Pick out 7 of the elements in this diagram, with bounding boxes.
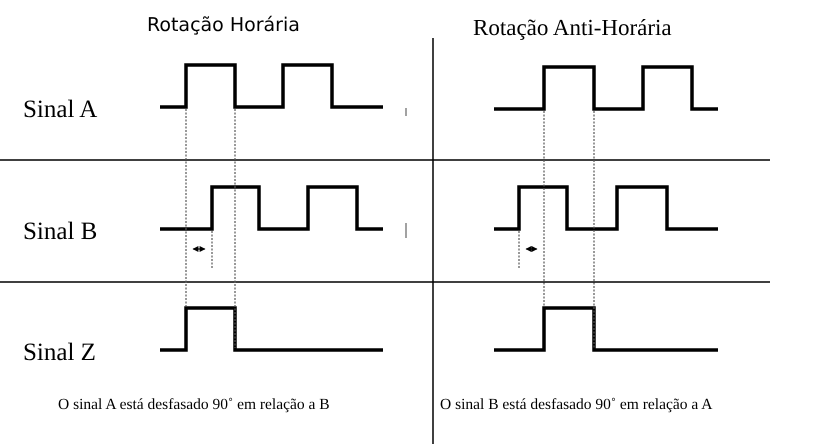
note-text: O sinal B está desfasado 90˚ em relação a A	[440, 397, 712, 412]
column-heading: Rotação Anti-Horária	[473, 16, 672, 39]
note-text: O sinal A está desfasado 90˚ em relação a B	[58, 397, 330, 412]
signal-label: Sinal A	[23, 97, 98, 122]
signal-label: Sinal Z	[23, 340, 96, 365]
column-heading: Rotação Horária	[147, 16, 300, 35]
signal-label: Sinal B	[23, 219, 98, 244]
